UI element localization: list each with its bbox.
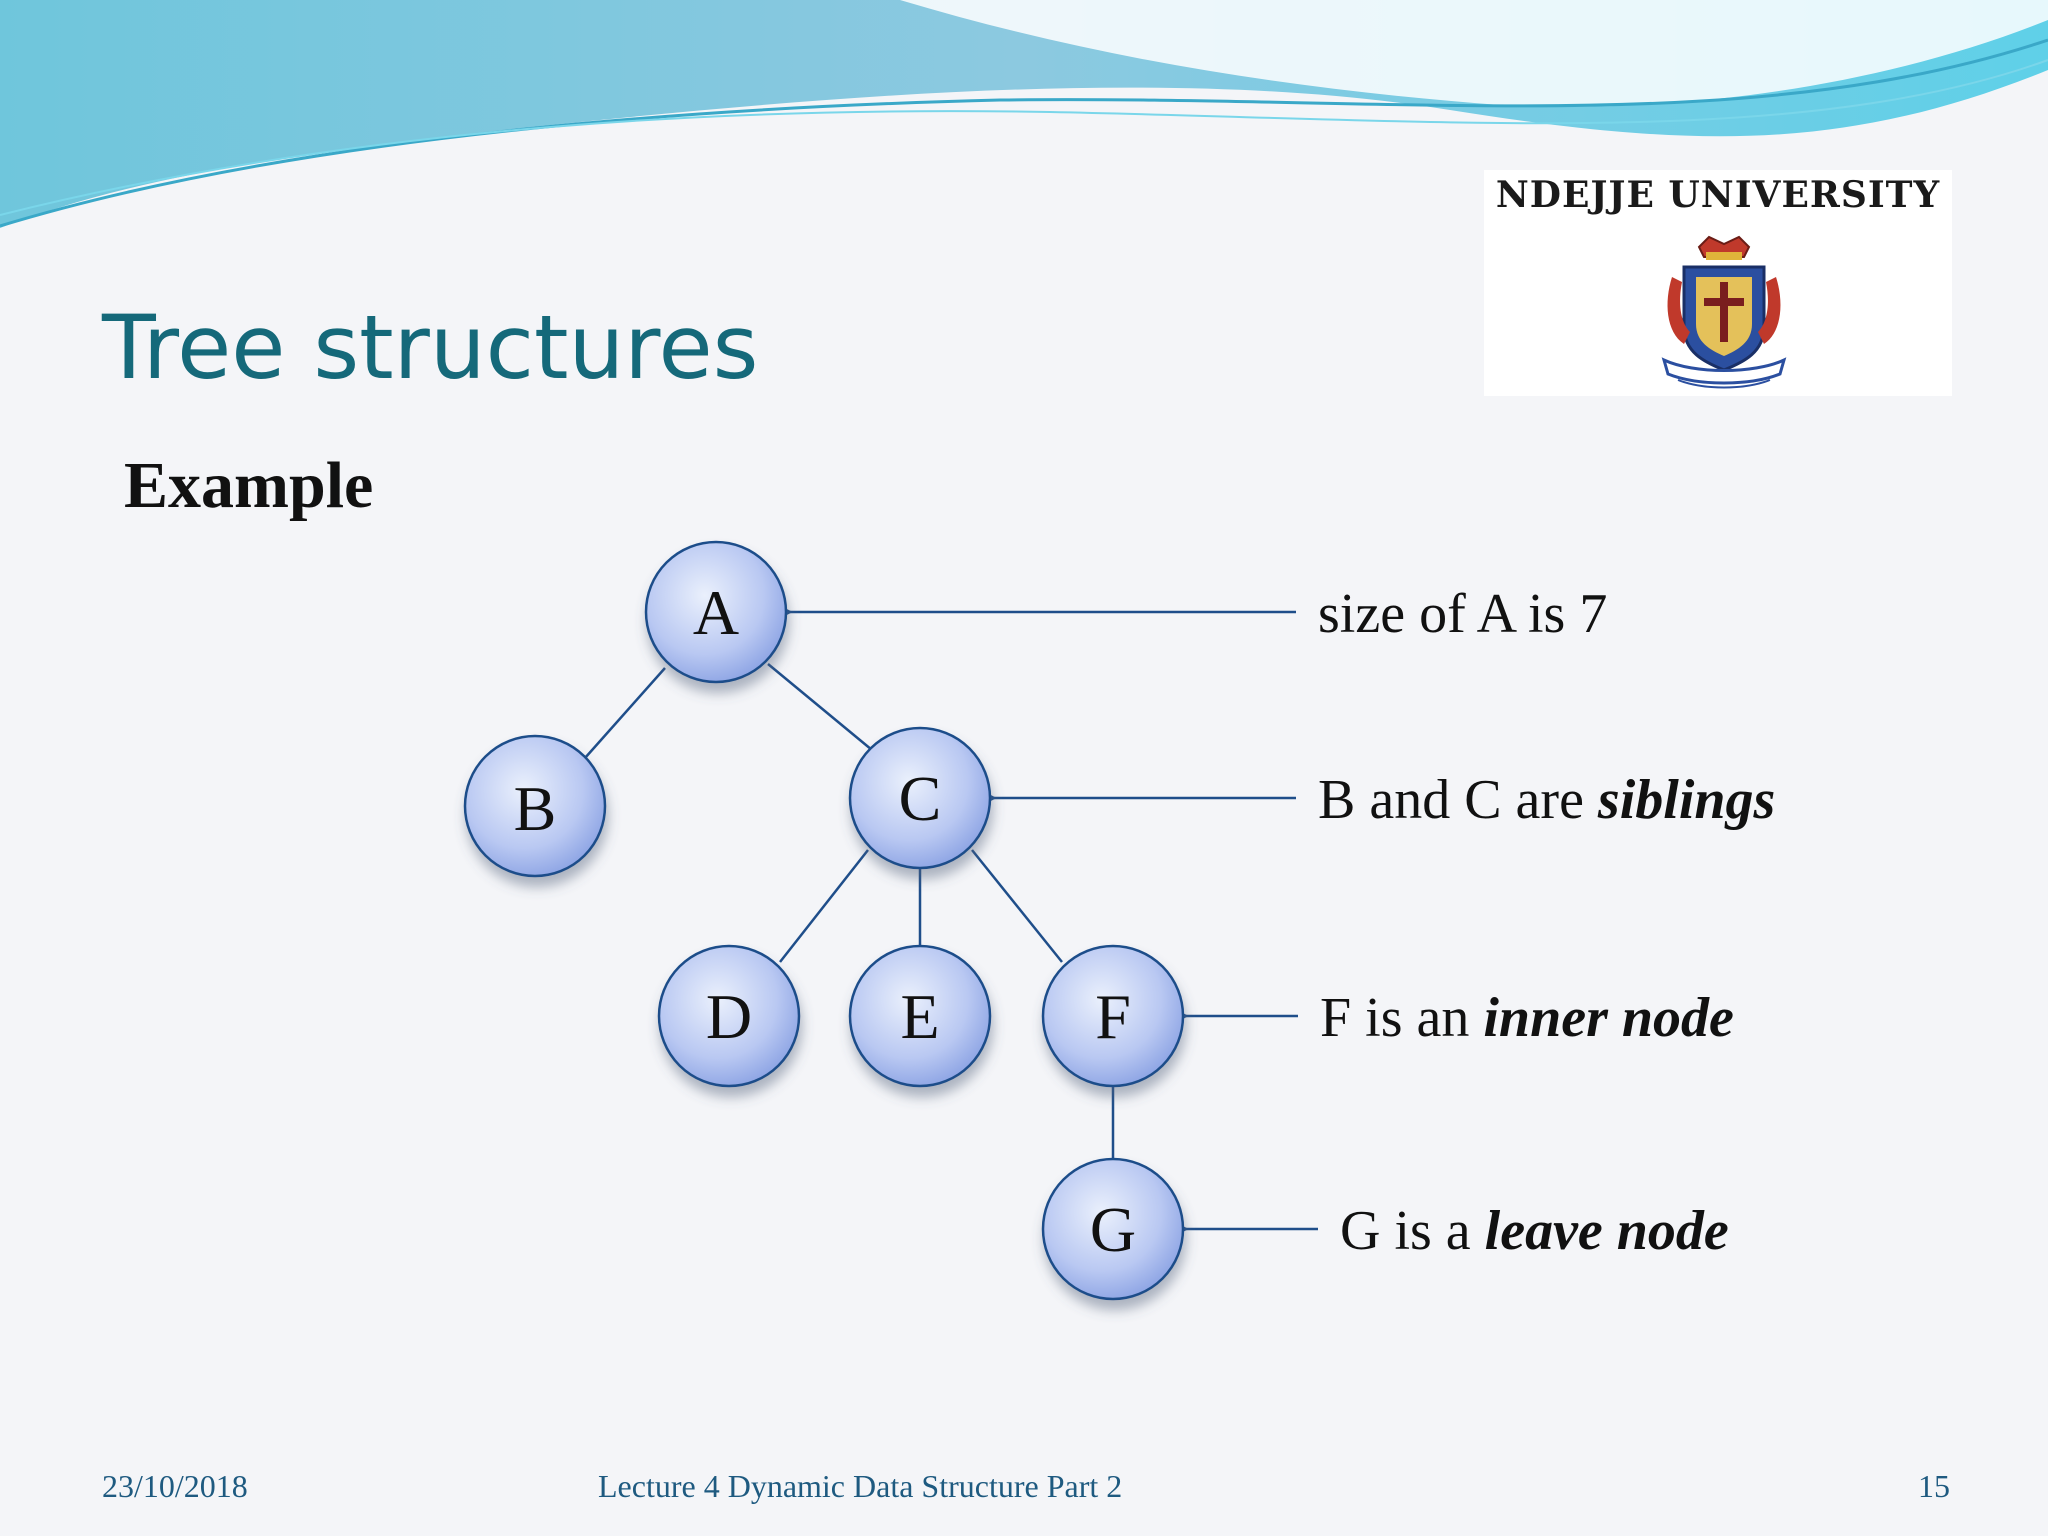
tree-node-g: G [1041,1157,1185,1301]
node-label: E [900,981,939,1052]
node-label: A [693,577,739,648]
annotation-leave-text: G is a [1340,1200,1485,1262]
tree-node-d: D [657,944,801,1088]
university-logo: NDEJJE UNIVERSITY [1484,170,1952,396]
header-wave [0,0,2048,228]
node-label: B [514,773,557,844]
annotation-leave-node: G is a leave node [1340,1203,1729,1259]
annotation-arrows [790,612,1318,1229]
tree-node-b: B [463,734,607,878]
tree-node-f: F [1041,944,1185,1088]
tree-node-e: E [848,944,992,1088]
edge-a-b [584,667,666,759]
node-circle [1041,1157,1185,1301]
slide-subtitle: Example [124,449,374,522]
tree-node-c: C [848,726,992,870]
slide-title: Tree structures [102,296,759,399]
footer-date: 23/10/2018 [102,1468,248,1504]
node-label: F [1095,981,1131,1052]
tree-edges [584,663,1115,1160]
tree-node-a: A [644,540,788,684]
footer-lecture: Lecture 4 Dynamic Data Structure Part 2 [598,1468,1123,1504]
crest-icon [1661,235,1787,389]
node-circle [848,726,992,870]
annotation-size: size of A is 7 [1318,586,1607,642]
edge-c-f [971,849,1063,963]
annotation-size-text: size of A is 7 [1318,583,1608,645]
node-label: G [1090,1194,1136,1265]
annotation-siblings: B and C are siblings [1318,772,1775,828]
annotation-siblings-text: B and C are [1318,769,1598,831]
edge-c-d [779,849,869,963]
node-circle [848,944,992,1088]
node-label: C [899,763,942,834]
node-circle [463,734,607,878]
node-circle [657,944,801,1088]
footer-page-number: 15 [1918,1468,1950,1504]
node-label: D [706,981,752,1052]
node-circle [1041,944,1185,1088]
annotation-siblings-emphasis: siblings [1597,769,1776,831]
annotation-inner-node: F is an inner node [1320,990,1734,1046]
annotation-inner-emphasis: inner node [1483,987,1734,1049]
node-circle [644,540,788,684]
annotation-leave-emphasis: leave node [1484,1200,1729,1262]
annotation-inner-text: F is an [1320,987,1484,1049]
university-name: NDEJJE UNIVERSITY [1495,174,1941,216]
edge-a-c [767,663,873,751]
